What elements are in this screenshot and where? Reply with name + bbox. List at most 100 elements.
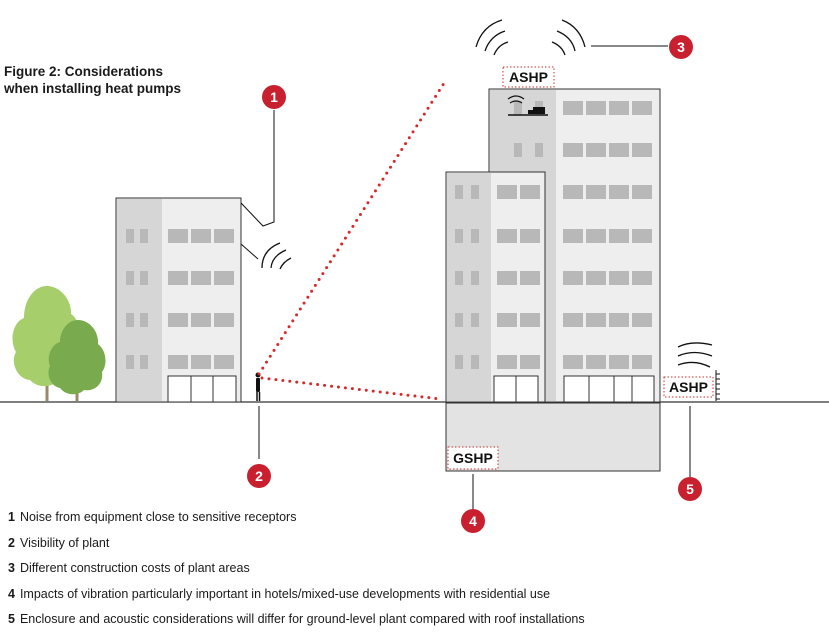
marker-5: 5 xyxy=(678,477,702,501)
marker-2: 2 xyxy=(247,464,271,488)
marker-1-number: 1 xyxy=(270,89,278,105)
window xyxy=(563,143,583,157)
gshp-unit: GSHP xyxy=(447,446,499,470)
legend-text: Visibility of plant xyxy=(19,535,110,550)
legend-item: 2 Visibility of plant xyxy=(8,531,823,557)
window xyxy=(214,313,234,327)
window xyxy=(535,143,543,157)
window xyxy=(586,313,606,327)
sound-waves-roof-icon xyxy=(475,19,586,56)
window xyxy=(632,185,652,199)
window xyxy=(455,229,463,243)
window xyxy=(126,355,134,369)
window xyxy=(609,185,629,199)
window xyxy=(455,313,463,327)
marker-1: 1 xyxy=(262,85,286,109)
window xyxy=(471,355,479,369)
window xyxy=(609,313,629,327)
legend-number: 4 xyxy=(8,586,15,601)
left-building-entrance xyxy=(167,375,237,403)
window xyxy=(586,185,606,199)
figure-title: Figure 2: Considerations when installing… xyxy=(4,63,204,97)
window xyxy=(586,355,606,369)
window xyxy=(563,101,583,115)
window xyxy=(471,313,479,327)
sight-lines xyxy=(257,78,448,401)
window xyxy=(191,313,211,327)
window xyxy=(586,101,606,115)
legend-item: 4 Impacts of vibration particularly impor… xyxy=(8,582,823,608)
window xyxy=(563,271,583,285)
legend-number: 3 xyxy=(8,561,15,575)
window xyxy=(609,229,629,243)
tree-dark xyxy=(48,320,106,395)
window xyxy=(191,355,211,369)
window xyxy=(214,229,234,243)
legend-number: 2 xyxy=(8,535,15,550)
window xyxy=(140,355,148,369)
window xyxy=(168,313,188,327)
legend-text: Impacts of vibration particularly import… xyxy=(19,586,551,601)
window xyxy=(609,143,629,157)
window xyxy=(632,313,652,327)
window xyxy=(586,271,606,285)
ground-ashp-unit: ASHP xyxy=(663,370,720,401)
window xyxy=(126,313,134,327)
window xyxy=(520,355,540,369)
middle-building xyxy=(445,171,546,403)
window xyxy=(514,143,522,157)
middle-building-windows xyxy=(455,185,540,369)
window xyxy=(126,271,134,285)
window xyxy=(471,271,479,285)
window xyxy=(520,271,540,285)
legend-number: 1 xyxy=(8,510,15,524)
window xyxy=(632,101,652,115)
roof-ashp-unit: ASHP xyxy=(502,66,555,88)
figure-title-line-2: when installing heat pumps xyxy=(4,81,182,96)
window xyxy=(140,229,148,243)
left-building xyxy=(115,197,242,403)
window xyxy=(214,271,234,285)
window xyxy=(520,229,540,243)
marker-4-number: 4 xyxy=(469,513,477,529)
window xyxy=(168,229,188,243)
marker-3: 3 xyxy=(669,35,693,59)
window xyxy=(632,271,652,285)
window xyxy=(586,143,606,157)
tall-building-entrance xyxy=(563,375,655,403)
window xyxy=(497,271,517,285)
window xyxy=(514,101,522,115)
window xyxy=(609,271,629,285)
left-building-windows xyxy=(126,229,234,369)
roof-ashp-label: ASHP xyxy=(509,69,548,85)
legend-number: 5 xyxy=(8,612,15,626)
window xyxy=(632,143,652,157)
marker-2-number: 2 xyxy=(255,468,263,484)
window xyxy=(497,185,517,199)
window xyxy=(609,101,629,115)
hotel-bed-icon xyxy=(507,95,548,116)
window xyxy=(455,271,463,285)
window xyxy=(609,355,629,369)
window xyxy=(497,313,517,327)
window xyxy=(214,355,234,369)
ground-ashp-label: ASHP xyxy=(669,379,708,395)
legend-text: Enclosure and acoustic considerations wi… xyxy=(19,612,585,626)
window xyxy=(140,271,148,285)
window xyxy=(471,185,479,199)
window xyxy=(563,355,583,369)
window xyxy=(497,229,517,243)
leader-lines xyxy=(240,45,691,512)
window xyxy=(168,271,188,285)
window xyxy=(471,229,479,243)
window xyxy=(520,185,540,199)
window xyxy=(632,229,652,243)
window xyxy=(586,229,606,243)
trees xyxy=(12,286,106,401)
figure-title-line-1: Figure 2: Considerations xyxy=(4,64,164,79)
window xyxy=(191,271,211,285)
